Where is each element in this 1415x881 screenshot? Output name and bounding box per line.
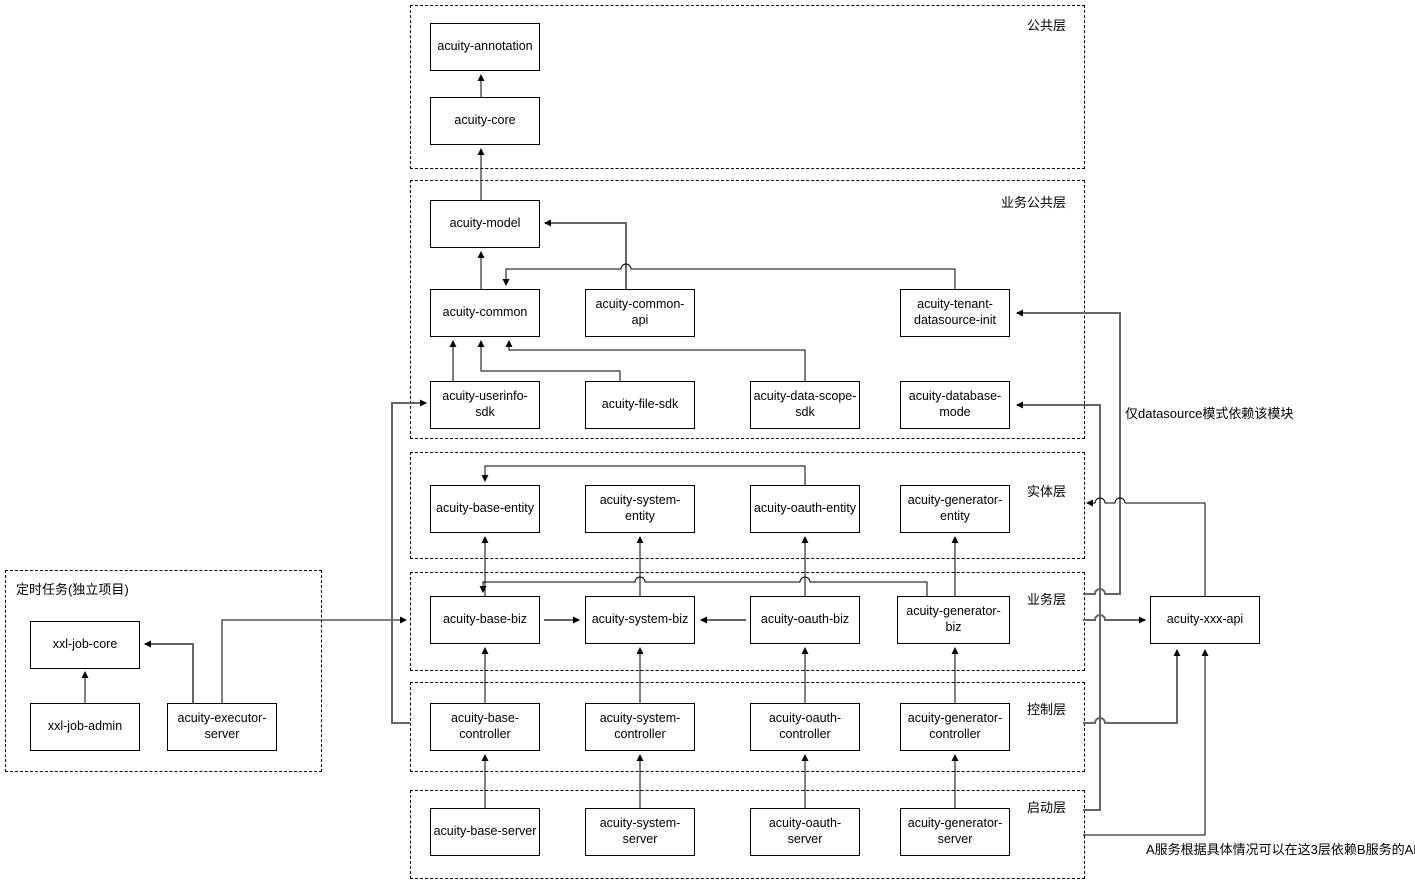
node-acuity-xxx-api: acuity-xxx-api <box>1150 596 1260 644</box>
node-acuity-annotation: acuity-annotation <box>430 23 540 71</box>
api-dependency-note: A服务根据具体情况可以在这3层依赖B服务的API层 <box>1146 842 1415 857</box>
node-acuity-generator-controller: acuity-generator-controller <box>900 703 1010 751</box>
node-acuity-base-biz: acuity-base-biz <box>430 596 540 644</box>
node-acuity-file-sdk: acuity-file-sdk <box>585 381 695 429</box>
node-acuity-system-controller: acuity-system-controller <box>585 703 695 751</box>
layer-controller-label: 控制层 <box>1026 702 1066 717</box>
node-acuity-oauth-biz: acuity-oauth-biz <box>750 596 860 644</box>
node-acuity-generator-biz: acuity-generator-biz <box>897 596 1010 644</box>
node-acuity-data-scope-sdk: acuity-data-scope-sdk <box>750 381 860 429</box>
node-acuity-executor-server: acuity-executor-server <box>167 703 277 751</box>
node-acuity-oauth-controller: acuity-oauth-controller <box>750 703 860 751</box>
node-acuity-oauth-server: acuity-oauth-server <box>750 808 860 856</box>
node-acuity-tenant-datasource-init: acuity-tenant-datasource-init <box>900 289 1010 337</box>
layer-public: 公共层 <box>410 5 1085 169</box>
layer-server-label: 启动层 <box>1026 800 1066 815</box>
node-xxl-job-core: xxl-job-core <box>30 621 140 669</box>
layer-scheduled-tasks-label: 定时任务(独立项目) <box>16 582 129 597</box>
layer-biz-common: 业务公共层 <box>410 180 1085 439</box>
node-acuity-userinfo-sdk: acuity-userinfo-sdk <box>430 381 540 429</box>
node-acuity-common-api: acuity-common-api <box>585 289 695 337</box>
node-acuity-model: acuity-model <box>430 200 540 248</box>
edge-controller-layer-to-xxx-api <box>1083 649 1181 724</box>
node-acuity-base-controller: acuity-base-controller <box>430 703 540 751</box>
layer-public-label: 公共层 <box>1026 18 1066 33</box>
node-acuity-database-mode: acuity-database-mode <box>900 381 1010 429</box>
edge-xxx-api-to-entity-layer <box>1086 497 1206 596</box>
node-acuity-generator-server: acuity-generator-server <box>900 808 1010 856</box>
node-acuity-common: acuity-common <box>430 289 540 337</box>
node-acuity-generator-entity: acuity-generator-entity <box>900 485 1010 533</box>
edge-controller-layer-to-userinfo-sdk <box>391 399 427 724</box>
node-xxl-job-admin: xxl-job-admin <box>30 703 140 751</box>
node-acuity-core: acuity-core <box>430 97 540 145</box>
edge-server-layer-to-xxx-api <box>1083 649 1209 836</box>
node-acuity-oauth-entity: acuity-oauth-entity <box>750 485 860 533</box>
node-acuity-system-entity: acuity-system-entity <box>585 485 695 533</box>
node-acuity-system-server: acuity-system-server <box>585 808 695 856</box>
layer-biz-common-label: 业务公共层 <box>1000 195 1066 210</box>
layer-biz-label: 业务层 <box>1026 592 1066 607</box>
layer-entity-label: 实体层 <box>1026 484 1066 499</box>
node-acuity-base-server: acuity-base-server <box>430 808 540 856</box>
datasource-note: 仅datasource模式依赖该模块 <box>1125 406 1294 421</box>
node-acuity-system-biz: acuity-system-biz <box>585 596 695 644</box>
edge-biz-layer-to-xxx-api <box>1083 614 1146 624</box>
node-acuity-base-entity: acuity-base-entity <box>430 485 540 533</box>
